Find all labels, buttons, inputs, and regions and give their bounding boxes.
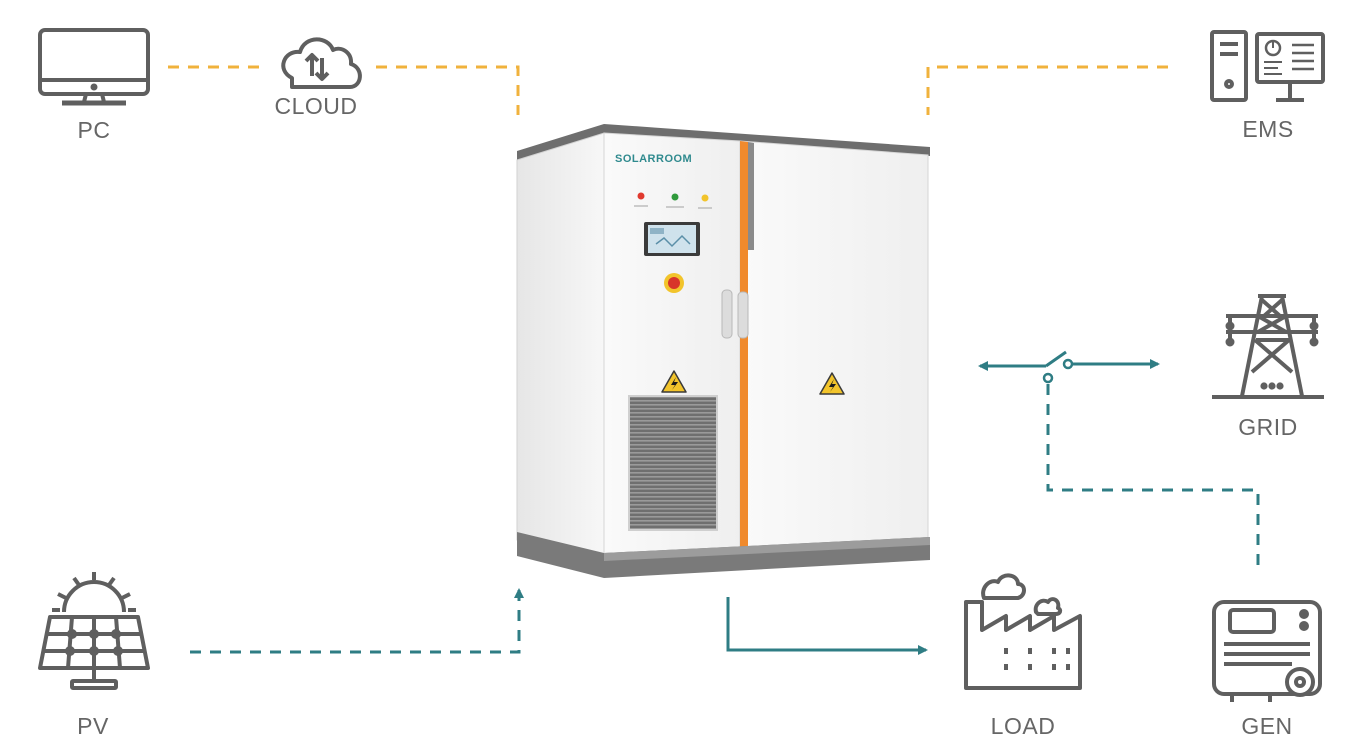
factory-icon: [964, 573, 1082, 690]
pv-label: PV: [77, 713, 109, 739]
ventilation-grille: [629, 396, 717, 530]
generator-icon: [1212, 600, 1322, 702]
indicator-red: [637, 192, 645, 200]
link-gen-switch: [1046, 384, 1260, 568]
link-cloud-cabinet: [376, 65, 520, 115]
gen-label: GEN: [1241, 713, 1293, 739]
pc-label: PC: [77, 117, 111, 143]
transmission-tower-icon: [1212, 294, 1324, 399]
solar-panel-icon: [38, 572, 150, 690]
link-pv-cabinet: [190, 588, 524, 654]
warning-sign-left: [661, 370, 687, 393]
monitor-icon: [38, 28, 150, 106]
indicator-green: [671, 193, 679, 201]
energy-storage-cabinet: SOLARROOM: [516, 124, 930, 578]
grid-label: GRID: [1238, 414, 1298, 440]
load-label: LOAD: [990, 713, 1056, 739]
cloud-icon: [281, 37, 362, 89]
left-door-handle: [721, 289, 733, 339]
link-cabinet-load: [726, 597, 928, 655]
cabinet-brand-text: SOLARROOM: [615, 153, 692, 165]
cloud-label: CLOUD: [274, 93, 358, 119]
warning-sign-right: [819, 372, 845, 395]
right-door-handle: [737, 291, 749, 339]
ems-computer-icon: [1210, 30, 1325, 102]
ems-label: EMS: [1242, 116, 1294, 142]
link-ems-cabinet: [926, 65, 1168, 115]
grid-switch-link: [978, 350, 1160, 384]
indicator-yellow: [701, 194, 709, 202]
